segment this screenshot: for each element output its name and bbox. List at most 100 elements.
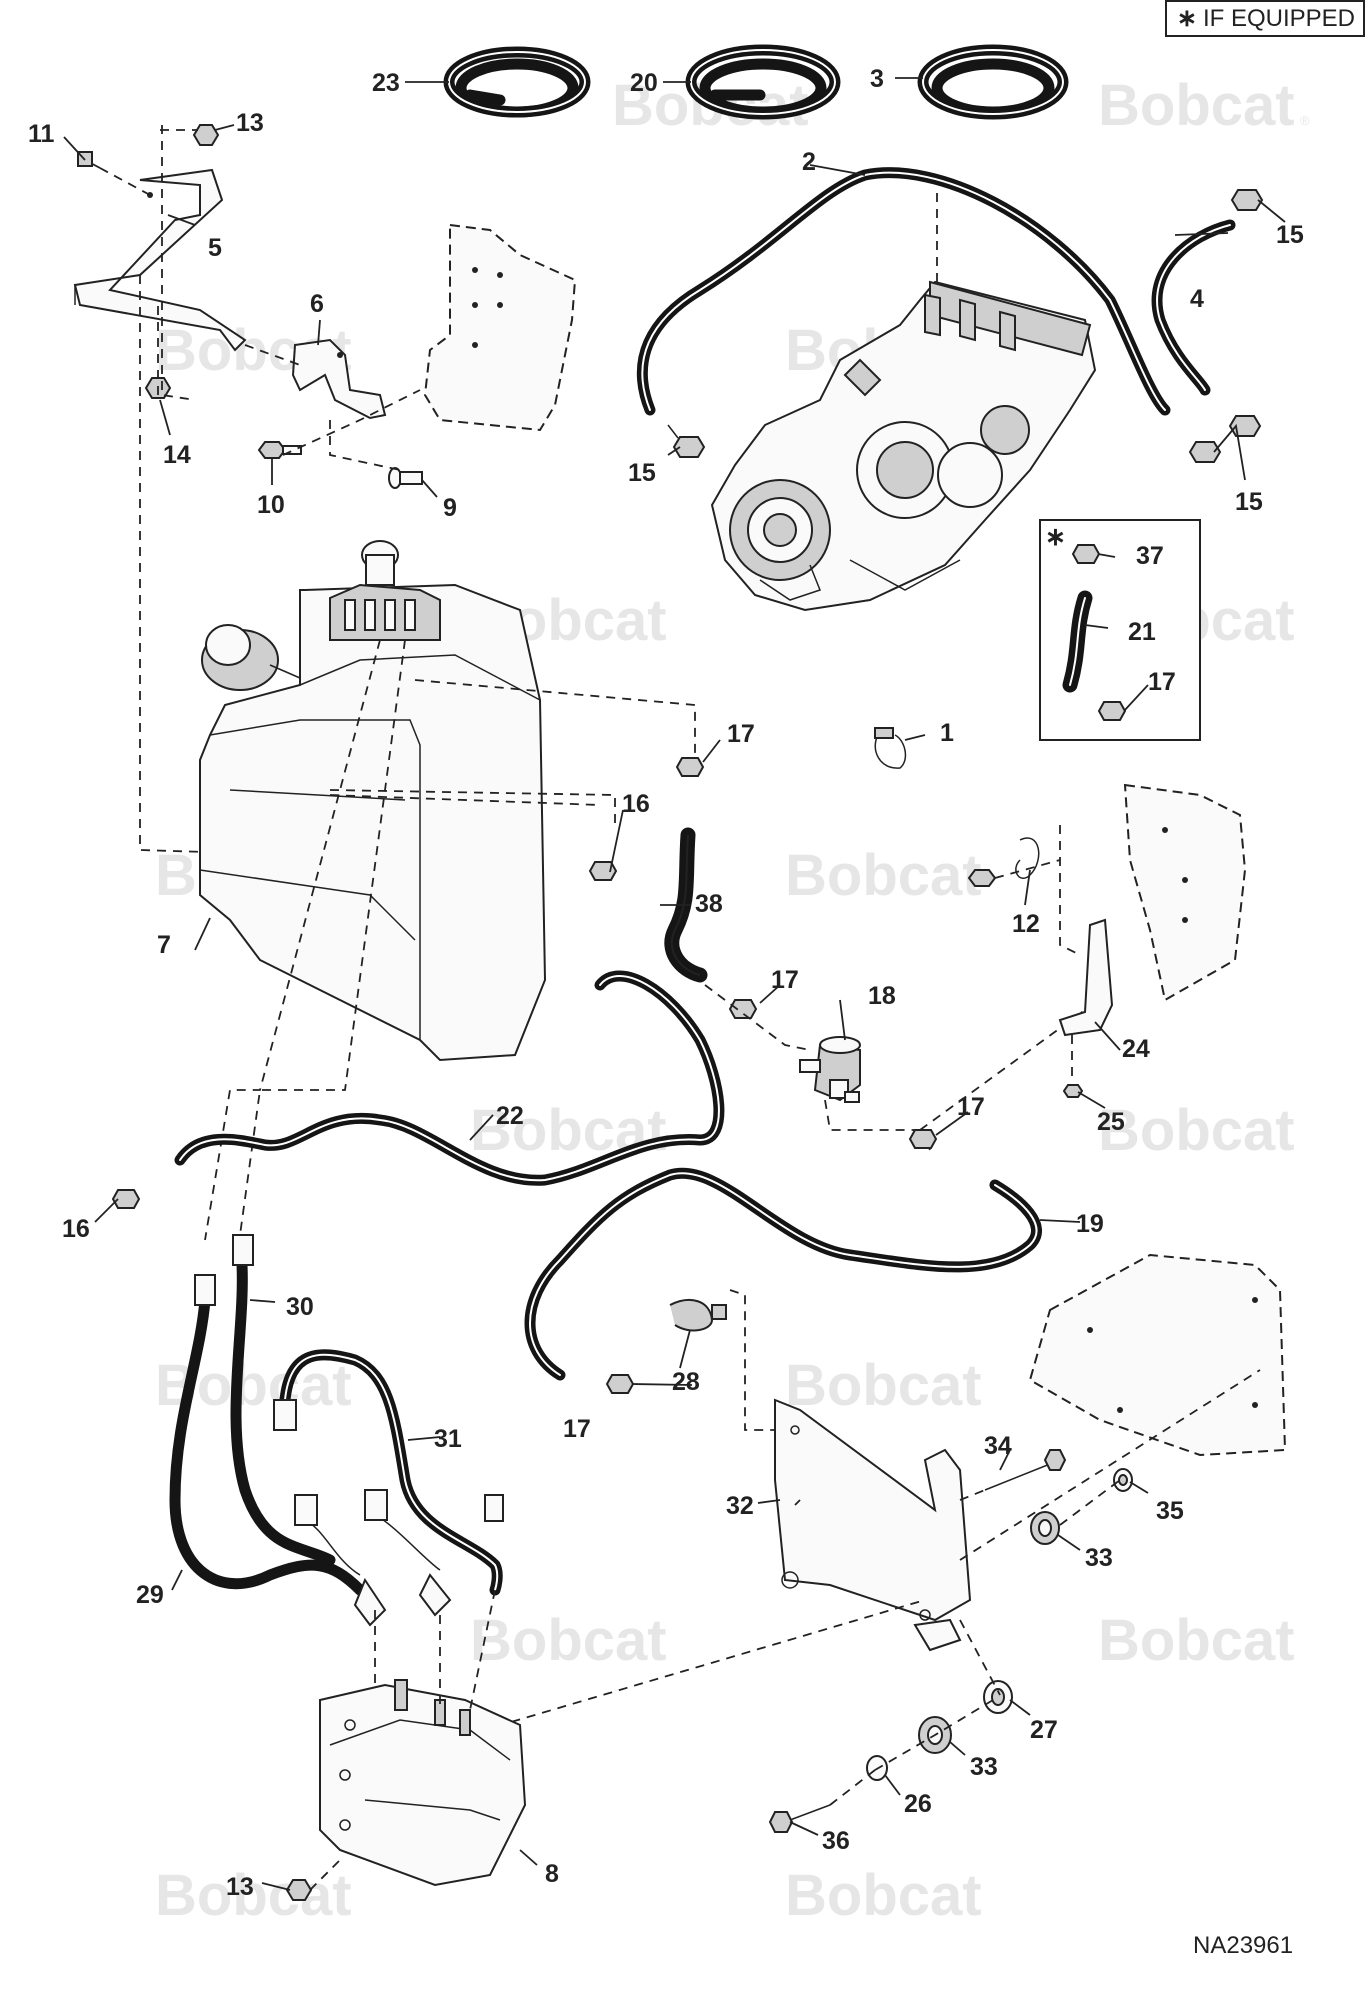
callout-7: 7 xyxy=(157,931,171,959)
clamp-17-d[interactable] xyxy=(605,1374,635,1394)
if-equipped-marker: ∗ xyxy=(1045,523,1066,551)
callout-16-upper: 16 xyxy=(622,790,650,818)
bracket-6[interactable] xyxy=(291,338,387,420)
callout-17-bottom: 17 xyxy=(563,1415,591,1443)
clamp-15-top[interactable] xyxy=(1230,189,1264,211)
asterisk-icon: ∗ xyxy=(1176,5,1197,32)
callout-30: 30 xyxy=(286,1293,314,1321)
watermark: Bobcat xyxy=(155,1863,352,1928)
clamp-16-upper[interactable] xyxy=(588,861,618,881)
callout-21: 21 xyxy=(1128,618,1156,646)
clamp-37[interactable] xyxy=(1071,544,1101,564)
callout-1: 1 xyxy=(940,719,954,747)
watermark: Bobcat xyxy=(785,1353,982,1418)
callout-13-top: 13 xyxy=(236,109,264,137)
frame-panel-right xyxy=(1123,783,1247,1002)
def-pump-module-8[interactable] xyxy=(319,1679,527,1887)
clamp-17-c[interactable] xyxy=(908,1129,938,1149)
bracket-32[interactable] xyxy=(774,1398,972,1652)
washer-27[interactable] xyxy=(983,1680,1013,1714)
callout-26: 26 xyxy=(904,1790,932,1818)
callout-15-left: 15 xyxy=(628,459,656,487)
callout-27: 27 xyxy=(1030,1716,1058,1744)
bolt-34[interactable] xyxy=(984,1449,1067,1491)
watermark: Bobcat xyxy=(1098,1608,1295,1673)
callout-25: 25 xyxy=(1097,1108,1125,1136)
pin-9[interactable] xyxy=(388,467,423,489)
hose-coil-23[interactable] xyxy=(443,46,591,118)
callout-20: 20 xyxy=(630,69,658,97)
callout-32: 32 xyxy=(726,1492,754,1520)
callout-33-upper: 33 xyxy=(1085,1544,1113,1572)
watermark: Bobcat xyxy=(785,1863,982,1928)
callout-22: 22 xyxy=(496,1102,524,1130)
hose-38[interactable] xyxy=(664,827,708,983)
callout-17-upper: 17 xyxy=(727,720,755,748)
callout-35: 35 xyxy=(1156,1497,1184,1525)
clamp-17-b[interactable] xyxy=(728,999,758,1019)
callout-6: 6 xyxy=(310,290,324,318)
callout-17-lower: 17 xyxy=(957,1093,985,1121)
callout-38: 38 xyxy=(695,890,723,918)
callout-2: 2 xyxy=(802,148,816,176)
callout-14: 14 xyxy=(163,441,191,469)
watermark: Bobcat xyxy=(1098,1098,1295,1163)
callout-29: 29 xyxy=(136,1581,164,1609)
hose-coil-3[interactable] xyxy=(917,44,1069,120)
bolt-36[interactable] xyxy=(768,1804,831,1833)
frame-panel-upper xyxy=(423,223,577,432)
callout-36: 36 xyxy=(822,1827,850,1855)
clamp-15-mid[interactable] xyxy=(1228,415,1262,437)
callout-17-box: 17 xyxy=(1148,668,1176,696)
callout-34: 34 xyxy=(984,1432,1012,1460)
leader-lines-right xyxy=(994,825,1081,1080)
if-equipped-text: IF EQUIPPED xyxy=(1202,5,1355,32)
clamp-28[interactable] xyxy=(669,1299,727,1332)
clamp-17-a[interactable] xyxy=(675,757,705,777)
clamp-17-box[interactable] xyxy=(1097,701,1127,721)
nut-13-top[interactable] xyxy=(192,124,220,146)
hose-2[interactable] xyxy=(636,167,1171,416)
callout-17-mid: 17 xyxy=(771,966,799,994)
hose-21[interactable] xyxy=(1062,590,1093,693)
clamp-15-left[interactable] xyxy=(667,424,706,458)
callout-33-lower: 33 xyxy=(970,1753,998,1781)
bolt-10[interactable] xyxy=(257,441,302,459)
clamp-15-low[interactable] xyxy=(1188,441,1222,463)
callout-15-right: 15 xyxy=(1235,488,1263,516)
hose-22[interactable] xyxy=(174,970,725,1186)
def-tank-7[interactable] xyxy=(199,540,547,1062)
nut-13-bottom[interactable] xyxy=(285,1879,313,1901)
bolt-25[interactable] xyxy=(1062,1084,1084,1098)
callout-labels: 23 20 3 2 4 11 13 5 6 14 10 9 15 15 15 3… xyxy=(28,65,1304,1901)
clamp-16-lower[interactable] xyxy=(111,1189,141,1209)
callout-15-top: 15 xyxy=(1276,221,1304,249)
watermark: Bobcat xyxy=(785,843,982,908)
grommet-33-upper[interactable] xyxy=(1030,1511,1060,1545)
harness-29[interactable] xyxy=(169,1274,366,1596)
callout-9: 9 xyxy=(443,494,457,522)
nut-35[interactable] xyxy=(1113,1468,1133,1492)
harness-31[interactable] xyxy=(273,1349,504,1627)
callout-28: 28 xyxy=(672,1368,700,1396)
leader-lines-lower-right xyxy=(449,1289,1261,1806)
callout-31: 31 xyxy=(434,1425,462,1453)
valve-18[interactable] xyxy=(799,1036,861,1103)
callout-24: 24 xyxy=(1122,1035,1150,1063)
hose-19[interactable] xyxy=(524,1167,1042,1381)
harness-30[interactable] xyxy=(230,1234,336,1566)
clip-1[interactable] xyxy=(874,727,907,769)
hose-4[interactable] xyxy=(1151,219,1236,396)
drawing-number: NA23961 xyxy=(1193,1932,1294,1959)
callout-19: 19 xyxy=(1076,1210,1104,1238)
bolt-11[interactable] xyxy=(77,151,101,169)
callout-3: 3 xyxy=(870,65,884,93)
callout-13-bottom: 13 xyxy=(226,1873,254,1901)
leader-lines-tank xyxy=(204,639,696,1241)
frame-panel-lower-right xyxy=(1028,1253,1287,1457)
callout-18: 18 xyxy=(868,982,896,1010)
callout-4: 4 xyxy=(1190,285,1204,313)
callout-23: 23 xyxy=(372,69,400,97)
bracket-24[interactable] xyxy=(1058,918,1114,1037)
